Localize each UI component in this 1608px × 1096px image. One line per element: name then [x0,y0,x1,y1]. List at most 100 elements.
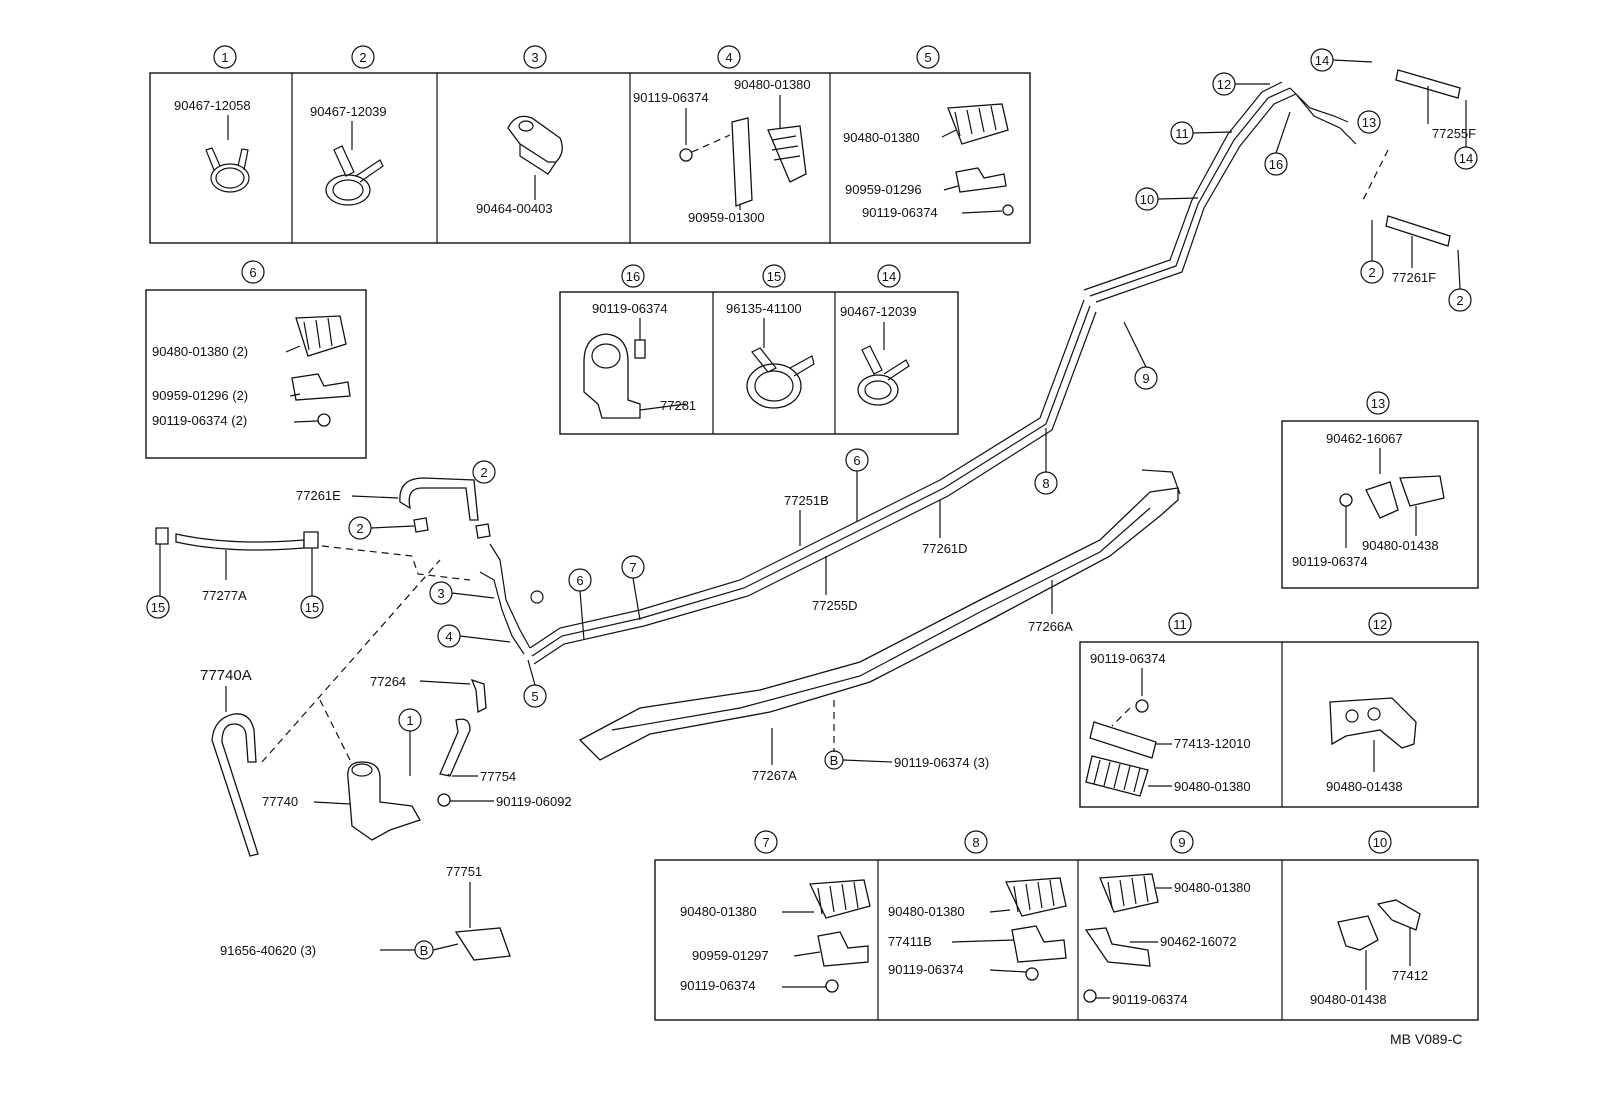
clip-1-drawing [210,163,250,193]
part-90959-01300: 90959-01300 [688,210,765,225]
box-frame-11-12 [1079,641,1479,808]
callout-2-box: 2 [359,50,366,65]
hose-77261F [1385,215,1451,247]
callout-4-box: 4 [725,50,732,65]
grommet-9-drawing [1099,873,1159,913]
part-77264: 77264 [370,674,406,689]
callout-8-box: 8 [972,835,979,850]
part-90480-01380-box11: 90480-01380 [1174,779,1251,794]
callout-12-box: 12 [1373,617,1387,632]
part-90480-01380-box7: 90480-01380 [680,904,757,919]
part-90959-01296-box5: 90959-01296 [845,182,922,197]
part-90462-16067: 90462-16067 [1326,431,1403,446]
callout-B-left: B [420,943,429,958]
part-90959-01297: 90959-01297 [692,948,769,963]
callout-1-left: 1 [406,713,413,728]
callout-15-box: 15 [767,269,781,284]
part-90480-01438-box13: 90480-01438 [1362,538,1439,553]
callout-8-main: 8 [1042,476,1049,491]
part-90464-00403: 90464-00403 [476,201,553,216]
callout-15-l2: 15 [305,600,319,615]
callout-B-main: B [830,753,839,768]
hose-77261E [399,477,479,521]
part-77277A: 77277A [202,588,247,603]
part-77740A: 77740A [200,667,252,684]
part-90480-01438-box12: 90480-01438 [1326,779,1403,794]
part-77413-12010: 77413-12010 [1174,736,1251,751]
part-90119-06374-box11: 90119-06374 [1090,651,1166,666]
callout-13-box: 13 [1371,396,1385,411]
part-90480-01380-box8: 90480-01380 [888,904,965,919]
part-90467-12039-box2: 90467-12039 [310,104,387,119]
box-frame-16-15-14 [559,291,959,435]
part-90119-06092: 90119-06092 [496,794,572,809]
callout-5-box: 5 [924,50,931,65]
part-96135-41100: 96135-41100 [726,301,802,316]
upper-right-assembly: 14 12 11 10 13 16 77255F 14 77261F 2 2 [1083,48,1478,312]
part-90467-12058: 90467-12058 [174,98,251,113]
hose-77754 [439,718,471,777]
callout-2-l2: 2 [356,521,363,536]
valve-77740 [347,761,421,841]
box-group-13: 13 90462-16067 90119-06374 90480-01438 [1281,391,1479,589]
callout-14-a: 14 [1315,53,1329,68]
main-pipe-run: 77251B 77255D 77261D 6 8 9 7 6 [529,299,1158,665]
callout-3-left: 3 [437,586,444,601]
part-90480-01380-box9: 90480-01380 [1174,880,1251,895]
bracket-4-drawing [731,117,753,207]
callout-7-main: 7 [629,560,636,575]
part-90119-06374-box8: 90119-06374 [888,962,964,977]
callout-6-left: 6 [576,573,583,588]
callout-10-top: 10 [1140,192,1154,207]
callout-6-main: 6 [853,453,860,468]
bracket-13-drawing [1365,481,1399,519]
grommet-10-drawing [1337,915,1379,951]
part-90480-01438-box10: 90480-01438 [1310,992,1387,1007]
part-90119-06374-box4: 90119-06374 [633,90,709,105]
callout-9-main: 9 [1142,371,1149,386]
grommet-8-drawing [1005,877,1067,917]
part-90959-01296-2: 90959-01296 (2) [152,388,248,403]
callout-5-left: 5 [531,689,538,704]
part-77740: 77740 [262,794,298,809]
part-77266A: 77266A [1028,619,1073,634]
part-77255D: 77255D [812,598,858,613]
callout-11-box: 11 [1173,617,1187,632]
protector-77267A [578,487,1179,761]
callout-6-box: 6 [249,265,256,280]
box-frame-6 [145,289,367,459]
part-90480-01380-box5: 90480-01380 [843,130,920,145]
callout-4-left: 4 [445,629,452,644]
box-group-bottom: 7 8 9 10 90480-01380 90959-01297 90119-0… [654,830,1479,1021]
box-frame-13 [1281,420,1479,589]
callout-15-l1: 15 [151,600,165,615]
box-group-top: 1 2 3 4 5 90467-12058 90467-12039 90464-… [149,45,1031,244]
callout-2-l1: 2 [480,465,487,480]
part-77261D: 77261D [922,541,968,556]
part-77751: 77751 [446,864,482,879]
part-77754: 77754 [480,769,516,784]
part-77261F: 77261F [1392,270,1436,285]
callout-1-box: 1 [221,50,228,65]
hose-77277A [175,533,305,551]
box-group-11-12: 11 12 90119-06374 77413-12010 90480-0138… [1079,612,1479,808]
left-assembly: 77261E 2 2 3 4 5 15 15 77277A 77740A [146,460,572,961]
box-group-6: 6 90480-01380 (2) 90959-01296 (2) 90119-… [145,260,367,459]
part-77411B: 77411B [888,934,932,949]
part-90119-06374-box5: 90119-06374 [862,205,938,220]
part-90467-12039-box14: 90467-12039 [840,304,917,319]
clamp-12-drawing [1329,697,1417,749]
clamp-16-drawing [583,333,641,419]
clamp-3-drawing [507,115,563,163]
bracket-77751 [454,927,511,961]
part-90480-01380-2: 90480-01380 (2) [152,344,248,359]
part-77251B: 77251B [784,493,829,508]
hose-77264 [470,678,487,714]
callout-2-f1: 2 [1368,265,1375,280]
part-77412: 77412 [1392,968,1428,983]
grommet-6-drawing [295,315,347,357]
part-77267A: 77267A [752,768,797,783]
callout-2-f2: 2 [1456,293,1463,308]
callout-3-box: 3 [531,50,538,65]
